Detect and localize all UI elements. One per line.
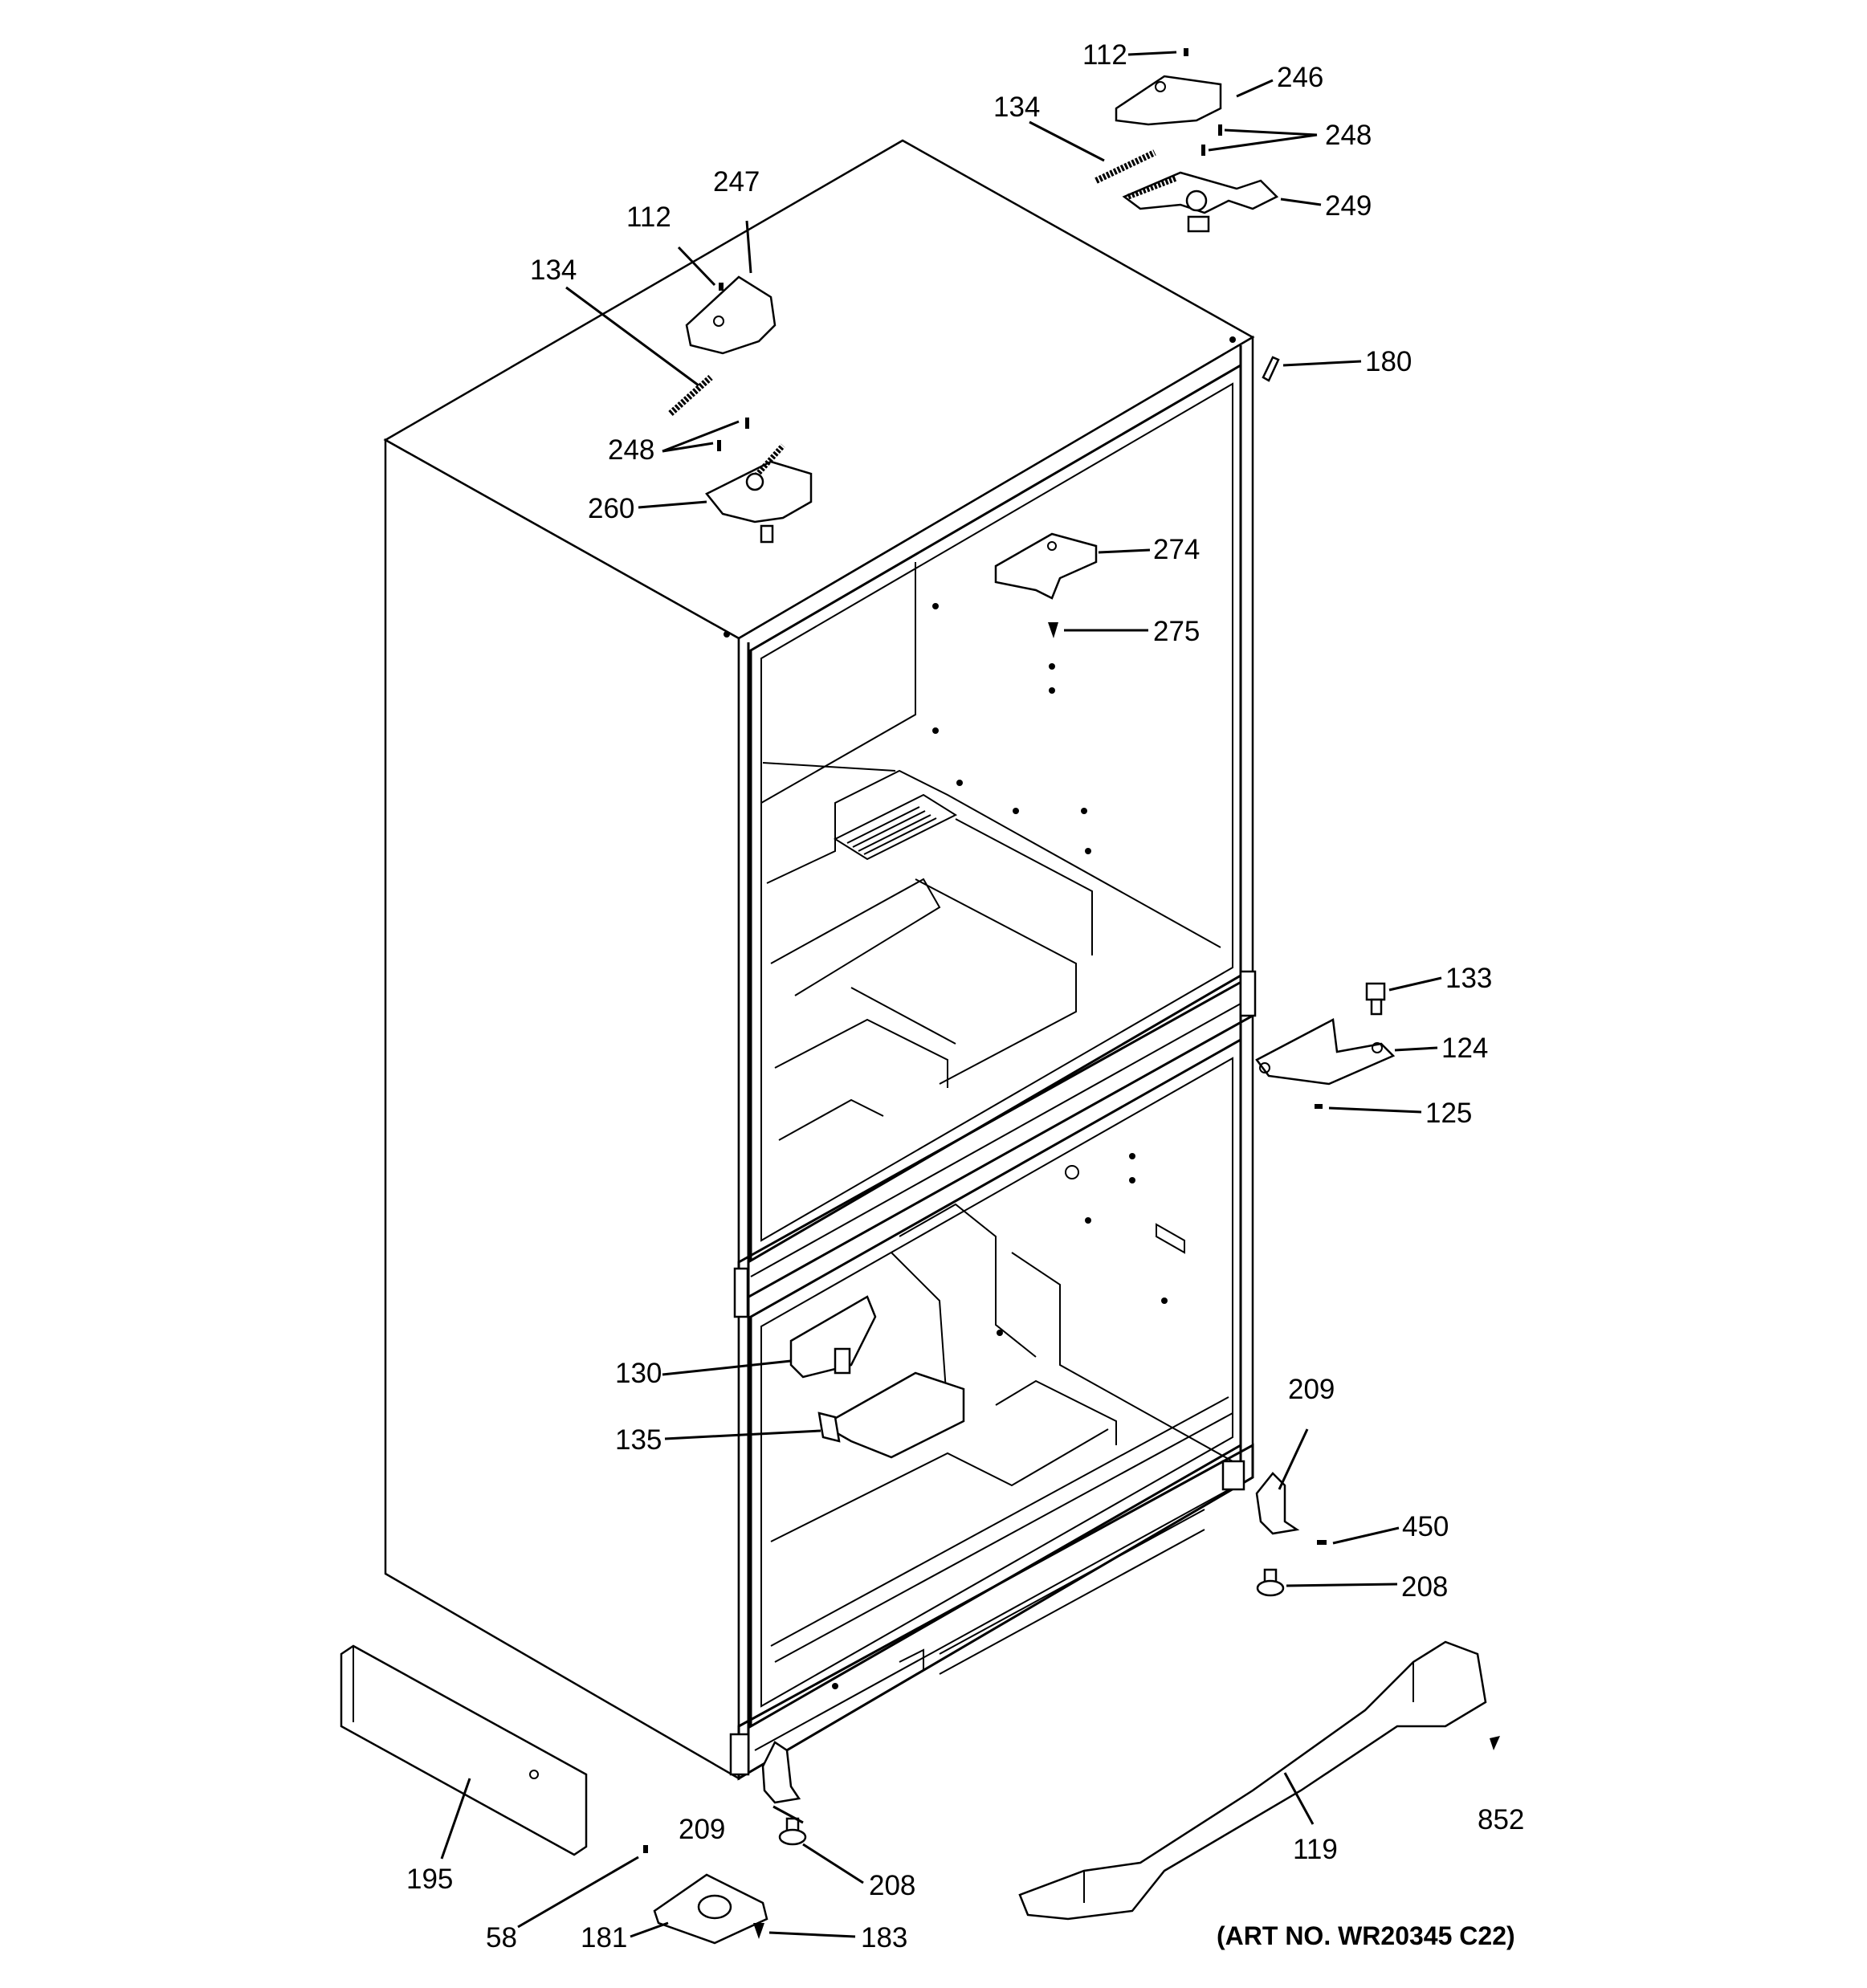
callout-112-top: 112 (1082, 39, 1127, 71)
part-249-hinge-top (1122, 171, 1279, 233)
part-852-screw (1490, 1736, 1500, 1750)
part-130-bracket (789, 1295, 877, 1379)
callout-135: 135 (615, 1424, 662, 1456)
callout-248-left: 248 (608, 434, 654, 466)
callout-208-bottom: 208 (869, 1870, 915, 1901)
part-125-screw (1315, 1104, 1323, 1109)
screw-holes-lower (832, 1153, 1168, 1689)
callout-181: 181 (581, 1922, 627, 1953)
callout-183: 183 (861, 1922, 907, 1953)
part-274-bracket (994, 532, 1098, 600)
part-450-screw (1317, 1540, 1327, 1545)
part-209-bracket-bottom (761, 1741, 801, 1804)
callout-249: 249 (1325, 190, 1372, 222)
part-208-leveler-bottom (778, 1817, 807, 1846)
callout-112-left: 112 (626, 202, 671, 233)
part-181-roller (653, 1873, 768, 1945)
callout-209-bottom: 209 (679, 1814, 725, 1845)
part-134-spring-left (668, 375, 713, 416)
callout-labels: 112 246 134 248 249 247 112 134 180 248 … (406, 39, 1524, 1953)
callout-852: 852 (1478, 1804, 1524, 1835)
part-58-screw (643, 1845, 648, 1853)
part-260-hinge-left (705, 443, 813, 544)
part-133-pin (1365, 982, 1386, 1016)
callout-248-top: 248 (1325, 120, 1372, 151)
callout-246: 246 (1277, 62, 1323, 93)
callout-124: 124 (1441, 1033, 1488, 1064)
part-135-bracket (817, 1371, 965, 1459)
callout-274: 274 (1153, 534, 1200, 565)
part-183-screw (753, 1923, 764, 1939)
part-124-bracket (1255, 1018, 1396, 1086)
callout-260: 260 (588, 493, 634, 524)
screw-holes-upper (932, 603, 1091, 854)
part-119-grille (1018, 1640, 1487, 1921)
part-275-screw (1048, 622, 1058, 638)
callout-208-right: 208 (1401, 1571, 1448, 1603)
part-134-spring-top (1095, 149, 1156, 184)
part-247-hinge-cover (685, 275, 777, 355)
art-number: (ART NO. WR20345 C22) (1217, 1921, 1515, 1950)
part-112-screw-top (1184, 48, 1188, 56)
callout-134-left: 134 (530, 255, 577, 286)
part-209-bracket-right (1255, 1472, 1300, 1535)
callout-209-right: 209 (1288, 1374, 1335, 1405)
callout-450: 450 (1402, 1511, 1449, 1542)
part-208-leveler-right (1256, 1568, 1285, 1597)
callout-133: 133 (1445, 963, 1492, 994)
refrigerator-cabinet (383, 139, 1257, 1781)
callout-195: 195 (406, 1864, 453, 1895)
part-248-screws-top (1201, 124, 1222, 156)
callout-180: 180 (1365, 346, 1412, 377)
vent-grille (833, 793, 958, 861)
callout-119: 119 (1293, 1834, 1338, 1865)
part-248-screws-left (717, 418, 749, 451)
part-195-panel (340, 1644, 588, 1856)
part-112-screw-left (719, 283, 724, 291)
callout-134-top: 134 (993, 92, 1040, 123)
callout-125: 125 (1425, 1098, 1472, 1129)
callout-275: 275 (1153, 616, 1200, 647)
callout-247: 247 (713, 166, 760, 198)
leader-lines (440, 51, 1442, 1938)
part-180-clip (1262, 356, 1280, 382)
part-246-hinge-cover (1115, 75, 1222, 126)
callout-130: 130 (615, 1358, 662, 1389)
callout-58: 58 (486, 1922, 517, 1953)
